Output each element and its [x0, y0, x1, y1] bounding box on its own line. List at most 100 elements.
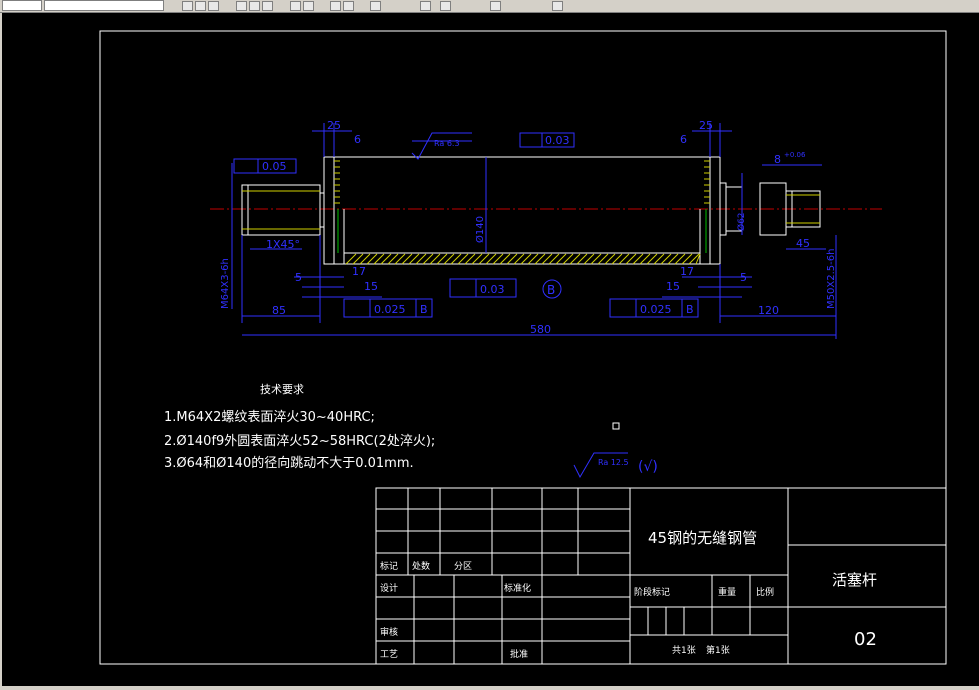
style-combo[interactable]	[44, 0, 164, 11]
properties-icon[interactable]	[343, 1, 354, 11]
redo-icon[interactable]	[303, 1, 314, 11]
dimension-lines	[231, 123, 837, 339]
left-thread	[241, 184, 325, 236]
general-roughness: Ra 12.5 (√)	[573, 422, 658, 479]
hatch-line	[541, 253, 553, 265]
datum-b: B	[547, 283, 555, 297]
title-material: 45钢的无缝钢管	[648, 529, 757, 547]
hatch-line	[618, 253, 630, 265]
hatch-line	[387, 253, 399, 265]
tb-check: 审核	[380, 626, 398, 638]
layer-combo[interactable]	[2, 0, 42, 11]
fcf-frames	[233, 132, 699, 318]
general-roughness-value: Ra 12.5	[598, 458, 629, 467]
draw-icon[interactable]	[420, 1, 431, 11]
dim-580: 580	[530, 323, 551, 336]
note-3: 3.Ø64和Ø140的径向跳动不大于0.01mm.	[164, 455, 414, 471]
hatch-line	[499, 253, 511, 265]
note-2: 2.Ø140f9外圆表面淬火52~58HRC(2处淬火);	[164, 434, 435, 449]
copy-icon[interactable]	[236, 1, 247, 11]
hatch-line	[555, 253, 567, 265]
dim-25-left: 25	[327, 119, 341, 132]
dim-5-left: 5	[295, 271, 302, 284]
hatch-line	[366, 253, 378, 265]
hatch-line	[604, 253, 616, 265]
dim-15-right: 15	[666, 280, 680, 293]
hatch-line	[674, 253, 686, 265]
hatched-wall	[343, 252, 701, 265]
hatch-line	[625, 253, 637, 265]
hatch-line	[597, 253, 609, 265]
hatch-line	[583, 253, 595, 265]
hatch-line	[492, 253, 504, 265]
ra-top: Ra 6.3	[434, 139, 460, 148]
notes-heading: 技术要求	[260, 383, 304, 396]
hatch-line	[422, 253, 434, 265]
hatch-line	[688, 253, 700, 265]
hatch-line	[394, 253, 406, 265]
hatch-line	[506, 253, 518, 265]
dia-62: Ø62	[736, 212, 747, 231]
drawing-canvas[interactable]: 25 6 6 25 0.05 0.03 Ra 6.3 1X45° 5 17 15…	[0, 13, 979, 686]
tol-flat2: 0.03	[545, 134, 570, 147]
roughness-top-icon	[411, 132, 472, 160]
hatch-line	[359, 253, 371, 265]
title-part-number: 02	[854, 629, 877, 650]
tb-mark: 标记	[380, 560, 398, 572]
hatch-line	[681, 253, 693, 265]
hatch-line	[401, 253, 413, 265]
tb-total: 共1张	[672, 645, 696, 656]
title-block	[375, 487, 947, 665]
hatch-line	[471, 253, 483, 265]
tb-process: 工艺	[380, 649, 398, 660]
hatch-line	[478, 253, 490, 265]
block-icon[interactable]	[330, 1, 341, 11]
paste-icon[interactable]	[249, 1, 260, 11]
pan-icon[interactable]	[182, 1, 193, 11]
matchprop-icon[interactable]	[262, 1, 273, 11]
hatch-line	[520, 253, 532, 265]
help-icon[interactable]	[552, 1, 563, 11]
tb-approve: 批准	[510, 648, 528, 660]
hatch-line	[527, 253, 539, 265]
tb-standard: 标准化	[504, 582, 531, 594]
hatch-line	[534, 253, 546, 265]
tb-weight: 重量	[718, 586, 736, 598]
toolpalette-icon[interactable]	[490, 1, 501, 11]
dim-6-right: 6	[680, 133, 687, 146]
drawing-frame	[99, 30, 947, 665]
hatch-line	[562, 253, 574, 265]
tol-left: 0.025	[374, 303, 406, 316]
hatch-line	[450, 253, 462, 265]
tol-flat: 0.05	[262, 160, 287, 173]
tb-zone: 分区	[454, 561, 472, 572]
dim-8: 8	[774, 153, 781, 166]
hatch-line	[380, 253, 392, 265]
main-body	[323, 156, 721, 265]
tb-scale: 比例	[756, 586, 774, 598]
chamfer-1x45: 1X45°	[266, 238, 300, 251]
dim-5-right: 5	[740, 271, 747, 284]
dia-140: Ø140	[474, 216, 486, 243]
datum-ref-left: B	[420, 303, 428, 316]
hatch-line	[408, 253, 420, 265]
tol-runout: 0.03	[480, 283, 505, 296]
hatch-line	[653, 253, 665, 265]
calc-icon[interactable]	[370, 1, 381, 11]
hatch-line	[464, 253, 476, 265]
datum-ref-right: B	[686, 303, 694, 316]
designcenter-icon[interactable]	[440, 1, 451, 11]
hatch-line	[415, 253, 427, 265]
dim-6-left: 6	[354, 133, 361, 146]
note-1: 1.M64X2螺纹表面淬火30~40HRC;	[164, 410, 375, 425]
hatch-line	[513, 253, 525, 265]
tb-stage: 阶段标记	[634, 586, 670, 598]
undo-icon[interactable]	[290, 1, 301, 11]
dim-17-left: 17	[352, 265, 366, 278]
hatch-line	[639, 253, 651, 265]
hatch-line	[352, 253, 364, 265]
hatch-lines	[345, 253, 701, 265]
orbit-icon[interactable]	[195, 1, 206, 11]
zoom-icon[interactable]	[208, 1, 219, 11]
hatch-line	[590, 253, 602, 265]
